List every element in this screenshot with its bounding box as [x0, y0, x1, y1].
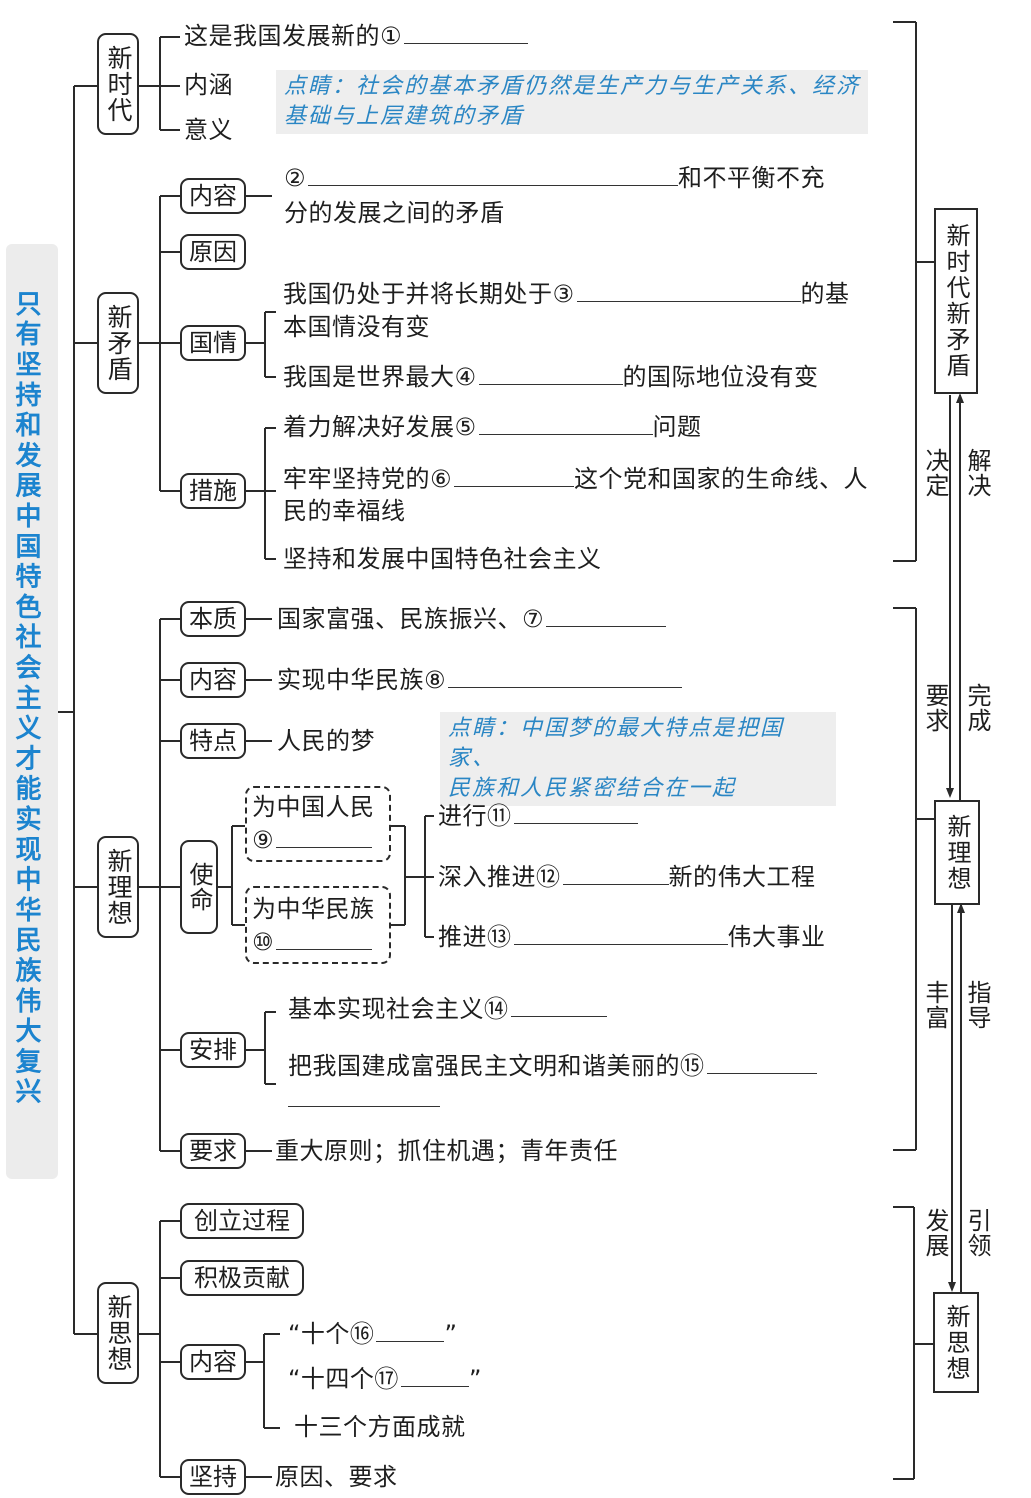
rel-decide-label: 决定	[921, 448, 949, 498]
group-people-line1: 为中国人民	[252, 793, 375, 821]
flow-box-new-contradiction[interactable]: 新时代新矛盾	[934, 208, 978, 394]
rel-develop-label: 发展	[921, 1208, 949, 1258]
node-jianchi[interactable]: 坚持	[180, 1459, 246, 1495]
blank-5[interactable]	[478, 414, 653, 435]
sixiang-neirong-item-3: 十三个方面成就	[294, 1413, 466, 1441]
node-maodun-neirong[interactable]: 内容	[180, 178, 246, 214]
group-people-line2: ⑨	[252, 825, 373, 855]
node-shiming[interactable]: 使命	[180, 840, 218, 934]
node-gongxian[interactable]: 积极贡献	[180, 1260, 304, 1296]
flow-box-new-thought[interactable]: 新思想	[933, 1292, 979, 1393]
rel-solve-label: 解决	[963, 448, 991, 498]
shiming-item-1: 进行⑪	[438, 801, 638, 831]
node-xinmaodun[interactable]: 新矛盾	[97, 292, 139, 394]
rel-guide-label: 指导	[963, 980, 991, 1030]
blank-6[interactable]	[454, 466, 575, 487]
blank-9[interactable]	[276, 827, 373, 848]
yaoqiu-text: 重大原则；抓住机遇；青年责任	[275, 1137, 618, 1165]
blank-1[interactable]	[404, 23, 529, 44]
blank-3[interactable]	[576, 281, 801, 302]
node-lixiang-neirong[interactable]: 内容	[180, 662, 246, 698]
rel-require-label: 要求	[921, 683, 949, 733]
blank-11[interactable]	[513, 803, 638, 824]
xinshidai-item-1: 这是我国发展新的①	[184, 21, 529, 51]
node-maodun-yuanyin[interactable]: 原因	[180, 234, 246, 270]
group-nation-line2: ⑩	[252, 927, 373, 957]
xinshidai-item-2: 内涵	[184, 71, 233, 99]
cuoshi-item-2-cont: 民的幸福线	[283, 497, 406, 525]
blank-16[interactable]	[376, 1321, 445, 1342]
blank-2[interactable]	[308, 165, 679, 186]
cuoshi-item-3: 坚持和发展中国特色社会主义	[283, 545, 602, 573]
xinshidai-item-3: 意义	[184, 116, 233, 144]
node-anpai[interactable]: 安排	[180, 1032, 246, 1068]
group-nation-line1: 为中华民族	[252, 895, 375, 923]
node-chuangli[interactable]: 创立过程	[180, 1203, 304, 1239]
blank-10[interactable]	[276, 929, 373, 950]
blank-8[interactable]	[448, 667, 683, 688]
blank-14[interactable]	[510, 996, 607, 1017]
rel-complete-label: 完成	[963, 683, 991, 733]
anpai-item-1: 基本实现社会主义⑭	[288, 994, 607, 1024]
spine-background	[6, 244, 58, 1179]
tip-note-2: 点睛：中国梦的最大特点是把国家、 民族和人民紧密结合在一起	[440, 712, 836, 806]
node-sixiang-neirong[interactable]: 内容	[180, 1344, 246, 1380]
rel-enrich-label: 丰富	[921, 980, 949, 1030]
sixiang-neirong-item-1: “十个⑯”	[288, 1320, 458, 1348]
blank-4[interactable]	[478, 364, 623, 385]
flow-box-new-ideal[interactable]: 新理想	[934, 800, 980, 905]
guoqing-item-1-cont: 本国情没有变	[283, 313, 430, 341]
blank-7[interactable]	[546, 606, 667, 627]
benzhi-text: 国家富强、民族振兴、⑦	[277, 604, 667, 634]
anpai-item-2: 把我国建成富强民主文明和谐美丽的⑮	[288, 1051, 817, 1081]
tedian-text: 人民的梦	[277, 727, 375, 755]
node-benzhi[interactable]: 本质	[180, 601, 246, 637]
blank-15-cont[interactable]	[288, 1106, 440, 1107]
node-xinsixiang[interactable]: 新思想	[97, 1282, 139, 1384]
blank-17[interactable]	[400, 1366, 469, 1387]
dashed-group-nation	[245, 886, 391, 964]
jianchi-text: 原因、要求	[275, 1463, 398, 1491]
lixiang-neirong-text: 实现中华民族⑧	[277, 665, 683, 695]
node-cuoshi[interactable]: 措施	[180, 473, 246, 509]
maodun-neirong-line2: 分的发展之间的矛盾	[284, 199, 505, 227]
blank-12[interactable]	[562, 864, 669, 885]
blank-13[interactable]	[513, 924, 728, 945]
dashed-group-people	[245, 786, 391, 862]
spine-title: 只有坚持和发展中国特色社会主义才能实现中华民族伟大复兴	[11, 290, 41, 1109]
blank-15[interactable]	[706, 1053, 817, 1074]
node-lixiang-yaoqiu[interactable]: 要求	[180, 1133, 246, 1169]
tip-note-1: 点睛：社会的基本矛盾仍然是生产力与生产关系、经济 基础与上层建筑的矛盾	[276, 70, 868, 134]
node-tedian[interactable]: 特点	[180, 723, 246, 759]
node-xinshidai[interactable]: 新时代	[97, 33, 139, 135]
rel-lead-label: 引领	[963, 1208, 991, 1258]
node-guoqing[interactable]: 国情	[180, 325, 246, 361]
node-xinlixiang[interactable]: 新理想	[97, 836, 139, 938]
sixiang-neirong-item-2: “十四个⑰”	[288, 1365, 482, 1393]
